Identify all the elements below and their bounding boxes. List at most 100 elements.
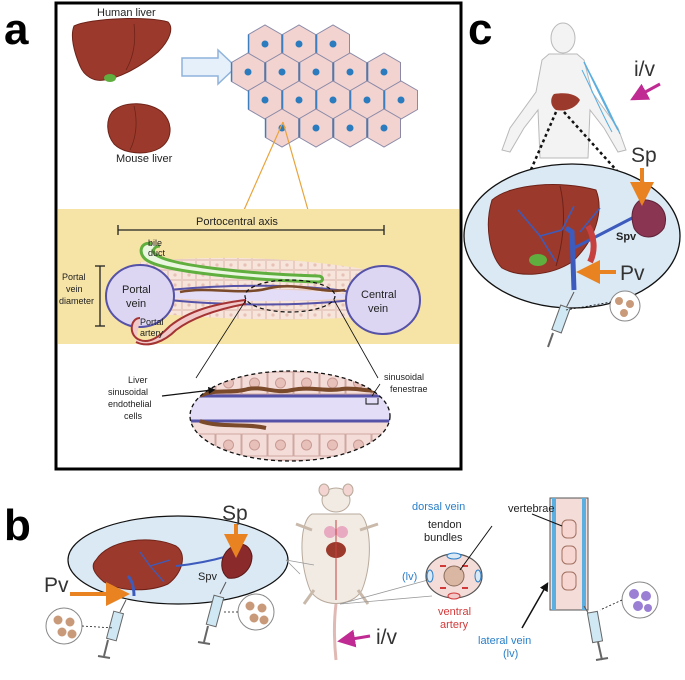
- lateral-vein-cross-left: [426, 569, 434, 583]
- sinusoid-lower: [167, 299, 353, 306]
- panel-label-c: c: [468, 5, 492, 54]
- spv-label-b: Spv: [198, 571, 217, 583]
- lsec-label-1: Liver: [128, 375, 148, 385]
- central-vein: [345, 265, 421, 335]
- panel-a: Human liver Mouse liver Portocentral axi…: [54, 1, 463, 471]
- tendon-label-1: tendon: [428, 519, 462, 531]
- hepatocyte-nucleus-zoom: [275, 377, 286, 389]
- vertebrae-label: vertebrae: [508, 503, 554, 515]
- gallbladder-human: [104, 74, 116, 82]
- lateral-vein-label-2: (lv): [503, 648, 518, 660]
- lsec-label-2: sinusoidal: [108, 387, 148, 397]
- iv-label-c: i/v: [634, 58, 656, 81]
- bile-duct-label-1: bile: [148, 238, 162, 248]
- cell-inset-b-tail: [621, 581, 659, 619]
- fenestrae-bracket: [365, 398, 379, 405]
- mouse-liver-illustration: [107, 103, 171, 154]
- cell-inset-b-left: [45, 607, 83, 645]
- hepatocyte-nucleus: [346, 124, 354, 132]
- iv-label-b: i/v: [376, 626, 398, 649]
- portal-branches-c: [517, 205, 601, 263]
- sp-label-b: Sp: [222, 502, 248, 525]
- lateral-vein-left-long: [552, 498, 556, 610]
- hepatocyte-nucleus: [312, 124, 320, 132]
- central-vein-label-2: vein: [368, 303, 388, 315]
- hepatocyte-nucleus-zoom: [327, 377, 338, 389]
- lsec-label-4: cells: [124, 411, 143, 421]
- hepatocyte-nucleus-zoom: [223, 439, 234, 451]
- hepatocyte-nucleus: [312, 68, 320, 76]
- fenestrae-label-1: sinusoidal: [384, 372, 424, 382]
- tendon-label-2: bundles: [424, 532, 463, 544]
- sinusoid-zoom-outline: [189, 370, 391, 462]
- hepatocyte-nucleus: [346, 68, 354, 76]
- spv-label-c: Spv: [616, 231, 637, 243]
- pv-label-c: Pv: [620, 262, 645, 285]
- hepatocyte-nucleus: [295, 96, 303, 104]
- hepatocyte-nucleus: [329, 96, 337, 104]
- panel-c: i/v Spv Sp Pv: [463, 22, 681, 348]
- hepatocyte-nucleus-zoom: [327, 439, 338, 451]
- hepatocyte-nucleus-zoom: [301, 439, 312, 451]
- central-vein-label-1: Central: [361, 289, 396, 301]
- portal-vein: [105, 264, 175, 328]
- lsec-label-3: endothelial: [108, 399, 152, 409]
- vertebra-cross: [443, 565, 465, 587]
- fenestrae-label-2: fenestrae: [390, 384, 428, 394]
- magnify-arrow: [181, 48, 238, 86]
- zoom-region: [244, 279, 336, 313]
- iv-arrow-b: [337, 629, 371, 648]
- hepatocyte-nucleus: [261, 96, 269, 104]
- portal-vein-c: [564, 225, 577, 291]
- lateral-vein-label-1: lateral vein: [478, 635, 531, 647]
- hepatocyte-nucleus: [295, 40, 303, 48]
- hepatocyte-nucleus: [380, 68, 388, 76]
- spleen-c: [631, 199, 666, 238]
- panel-label-a: a: [4, 5, 29, 54]
- hepatocyte-nucleus: [261, 40, 269, 48]
- portal-vein-label-1: Portal: [122, 284, 151, 296]
- human-liver-small: [551, 93, 580, 111]
- portal-artery: [130, 298, 246, 346]
- hepatocyte-nucleus-zoom: [301, 377, 312, 389]
- hepatocyte-nucleus: [380, 124, 388, 132]
- hepatocyte-nucleus: [363, 96, 371, 104]
- aorta-c: [585, 224, 597, 264]
- human-figure: [501, 22, 627, 159]
- gallbladder-c: [529, 254, 547, 266]
- sp-label-c: Sp: [631, 144, 657, 167]
- hepatocyte-nucleus: [329, 40, 337, 48]
- vertebra-pointer: [459, 525, 493, 571]
- mouse-illustration: [295, 483, 379, 661]
- ventral-artery-label-1: ventral: [438, 606, 471, 618]
- portal-artery-label-1: Portal: [140, 317, 164, 327]
- lsec-strip: [179, 285, 346, 294]
- diameter-label-2: vein: [66, 284, 83, 294]
- hepatocyte-nucleus-zoom: [275, 439, 286, 451]
- syringe-b-right: [197, 581, 227, 645]
- portal-artery-label-2: artery: [140, 328, 164, 338]
- hepatocyte-nucleus: [278, 68, 286, 76]
- splenic-vein-c: [573, 214, 637, 250]
- bile-duct-label-2: duct: [148, 248, 166, 258]
- human-liver-label: Human liver: [97, 7, 156, 19]
- portocentral-axis-label: Portocentral axis: [196, 216, 278, 228]
- ventral-artery-label-2: artery: [440, 619, 469, 631]
- panel-label-b: b: [4, 501, 31, 550]
- cell-inset-b-right: [237, 593, 275, 631]
- zoom-line-right: [282, 121, 309, 211]
- iv-arrow-c: [630, 82, 661, 101]
- hepatocyte-nucleus-zoom: [249, 439, 260, 451]
- bile-duct: [139, 241, 324, 284]
- hepatocyte-nucleus: [397, 96, 405, 104]
- diameter-label-3: diameter: [59, 296, 94, 306]
- syringe-b-left: [97, 599, 127, 659]
- panel-b: Spv Sp Pv: [44, 483, 659, 661]
- hepatocyte-lattice: [230, 24, 418, 148]
- ventral-artery-cross: [447, 592, 461, 600]
- lsec-pointer: [161, 386, 216, 397]
- pv-label-b: Pv: [44, 574, 69, 597]
- lv-left-label: (lv): [402, 571, 417, 583]
